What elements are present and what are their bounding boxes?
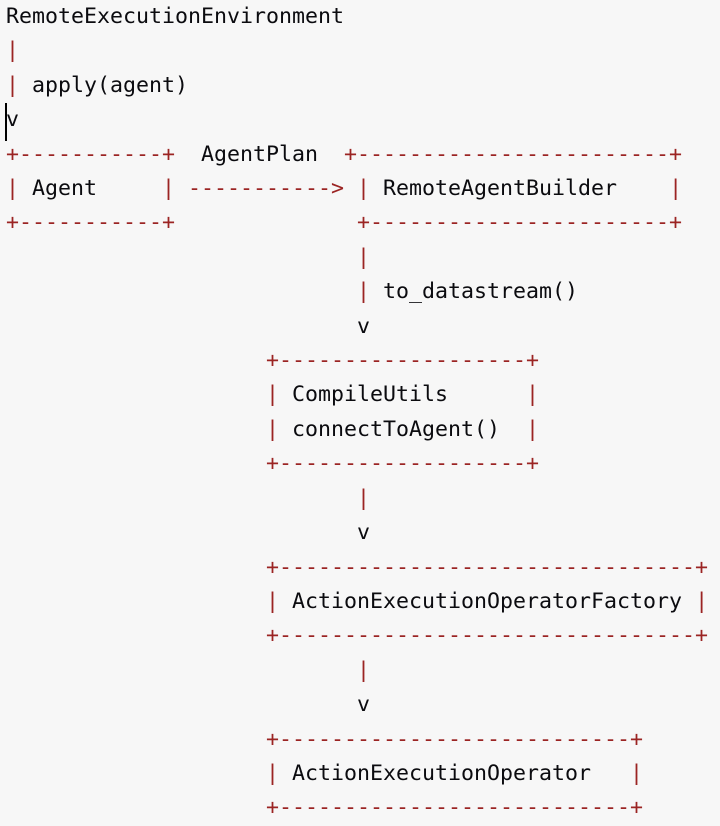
- diagram-line: | Agent | -----------> | RemoteAgentBuil…: [6, 176, 683, 202]
- diagram-line: +---------------------------+: [266, 795, 644, 821]
- diagram-line: |: [357, 244, 371, 270]
- diagram-line: | ActionExecutionOperator |: [266, 760, 644, 786]
- diagram-line: +--------------------------------+: [266, 554, 709, 580]
- diagram-line: +---------------------------+: [266, 726, 644, 752]
- diagram-line: v: [357, 520, 371, 546]
- diagram-line: +-------------------+: [266, 348, 540, 374]
- diagram-line: +-----------+ AgentPlan +---------------…: [6, 141, 683, 167]
- diagram-line: +--------------------------------+: [266, 623, 709, 649]
- diagram-line: |: [357, 485, 371, 511]
- diagram-line: v: [357, 313, 371, 339]
- diagram-line: v: [6, 107, 20, 133]
- diagram-line: +-----------+ +-----------------------+: [6, 210, 683, 236]
- text-caret: [5, 103, 7, 141]
- diagram-line: | apply(agent): [6, 72, 189, 98]
- diagram-line: +-------------------+: [266, 451, 540, 477]
- diagram-line: |: [6, 38, 20, 64]
- diagram-line: RemoteExecutionEnvironment: [6, 4, 345, 29]
- diagram-line: |: [357, 657, 371, 683]
- diagram-line: v: [357, 692, 371, 718]
- diagram-line: | ActionExecutionOperatorFactory |: [266, 588, 709, 614]
- diagram-line: | to_datastream(): [357, 279, 579, 305]
- diagram-line: | CompileUtils |: [266, 382, 540, 408]
- diagram-line: | connectToAgent() |: [266, 416, 540, 442]
